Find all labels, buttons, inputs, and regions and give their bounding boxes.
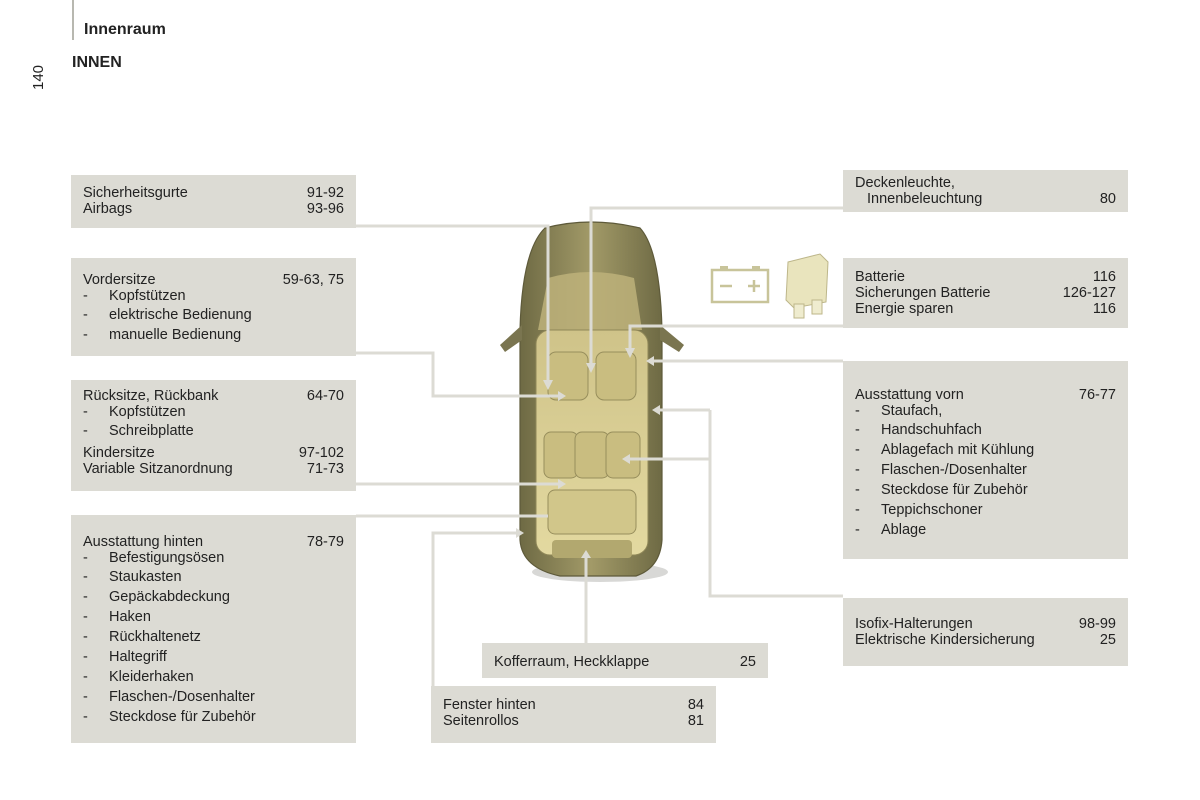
box-seatbelts: Sicherheitsgurte 91-92 Airbags 93-96 — [71, 175, 356, 228]
front-equipment-item: Steckdose für Zubehör — [881, 482, 1028, 498]
front-equipment-item: Flaschen-/Dosenhalter — [881, 462, 1027, 478]
rear-equipment-item: Staukasten — [109, 569, 182, 585]
airbags-page: 93-96 — [306, 201, 344, 217]
child-seats-page: 97-102 — [298, 445, 344, 461]
list-dash: - — [83, 307, 88, 323]
front-seats-item: Kopfstützen — [109, 288, 186, 304]
airbags-label: Airbags — [83, 201, 133, 217]
front-equipment-item: Handschuhfach — [881, 422, 982, 438]
battery-page: 116 — [1092, 269, 1116, 285]
page-heading: INNEN — [72, 54, 122, 71]
ceiling-light-label: Deckenleuchte, — [855, 175, 955, 191]
box-rear-seats: Rücksitze, Rückbank 64-70 - Kopfstützen - S… — [71, 380, 356, 491]
box-rear-equipment: Ausstattung hinten 78-79 - Befestigungsöse… — [71, 515, 356, 743]
variable-seating-page: 71-73 — [306, 461, 344, 477]
box-rear-windows: Fenster hinten 84 Seitenrollos 81 — [431, 686, 716, 743]
rear-equipment-label: Ausstattung hinten — [83, 534, 204, 550]
seatbelts-label: Sicherheitsgurte — [83, 185, 188, 201]
list-dash: - — [83, 288, 88, 304]
rear-seats-page: 64-70 — [306, 388, 344, 404]
child-lock-label: Elektrische Kindersicherung — [855, 632, 1035, 648]
front-equipment-item: Ablage — [881, 522, 927, 538]
list-dash: - — [855, 403, 860, 419]
list-dash: - — [83, 569, 88, 585]
box-ceiling-light: Deckenleuchte, Innenbeleuchtung 80 — [843, 170, 1128, 212]
trunk-page: 25 — [739, 654, 756, 670]
list-dash: - — [855, 502, 860, 518]
sunblinds-page: 81 — [687, 713, 704, 729]
front-equipment-page: 76-77 — [1078, 387, 1116, 403]
front-equipment-item: Staufach, — [881, 403, 943, 419]
interior-lighting-label: Innenbeleuchtung — [867, 191, 983, 207]
front-equipment-item: Teppichschoner — [881, 502, 983, 518]
box-trunk: Kofferraum, Heckklappe 25 — [482, 643, 768, 678]
list-dash: - — [83, 404, 88, 420]
front-equipment-item: Ablagefach mit Kühlung — [881, 442, 1035, 458]
list-dash: - — [83, 423, 88, 439]
rear-seats-item: Schreibplatte — [109, 423, 194, 439]
list-dash: - — [83, 709, 88, 725]
rear-equipment-item: Befestigungsösen — [109, 550, 225, 566]
front-seats-page: 59-63, 75 — [282, 272, 344, 288]
isofix-label: Isofix-Halterungen — [855, 616, 973, 632]
fuse-icon — [785, 253, 829, 319]
rear-equipment-item: Kleiderhaken — [109, 669, 194, 685]
battery-fuses-page: 126-127 — [1062, 285, 1116, 301]
rear-equipment-item: Flaschen-/Dosenhalter — [109, 689, 255, 705]
trunk-label: Kofferraum, Heckklappe — [494, 654, 650, 670]
list-dash: - — [855, 422, 860, 438]
section-title: Innenraum — [84, 21, 166, 38]
front-seats-item: elektrische Bedienung — [109, 307, 252, 323]
rear-windows-label: Fenster hinten — [443, 697, 536, 713]
list-dash: - — [855, 522, 860, 538]
box-front-seats: Vordersitze 59-63, 75 - Kopfstützen - elekt… — [71, 258, 356, 356]
list-dash: - — [83, 589, 88, 605]
list-dash: - — [83, 629, 88, 645]
child-seats-label: Kindersitze — [83, 445, 155, 461]
margin-bar — [72, 0, 74, 40]
front-seats-item: manuelle Bedienung — [109, 327, 242, 343]
rear-equipment-page: 78-79 — [306, 534, 344, 550]
ceiling-light-page: 80 — [1099, 191, 1116, 207]
list-dash: - — [83, 327, 88, 343]
seatbelts-page: 91-92 — [306, 185, 344, 201]
child-lock-page: 25 — [1099, 632, 1116, 648]
rear-equipment-item: Gepäckabdeckung — [109, 589, 230, 605]
list-dash: - — [83, 689, 88, 705]
list-dash: - — [83, 649, 88, 665]
energy-saving-page: 116 — [1092, 301, 1116, 317]
rear-equipment-item: Rückhaltenetz — [109, 629, 201, 645]
list-dash: - — [83, 669, 88, 685]
list-dash: - — [855, 462, 860, 478]
isofix-page: 98-99 — [1078, 616, 1116, 632]
rear-equipment-item: Steckdose für Zubehör — [109, 709, 256, 725]
sunblinds-label: Seitenrollos — [443, 713, 519, 729]
box-front-equipment: Ausstattung vorn 76-77 - Staufach, - Handsc… — [843, 361, 1128, 559]
rear-seats-item: Kopfstützen — [109, 404, 186, 420]
variable-seating-label: Variable Sitzanordnung — [83, 461, 233, 477]
front-equipment-label: Ausstattung vorn — [855, 387, 964, 403]
list-dash: - — [855, 442, 860, 458]
rear-windows-page: 84 — [687, 697, 704, 713]
leader-arrowheads — [516, 348, 660, 558]
battery-label: Batterie — [855, 269, 905, 285]
rear-seats-label: Rücksitze, Rückbank — [83, 388, 219, 404]
leader-lines — [356, 206, 843, 686]
energy-saving-label: Energie sparen — [855, 301, 954, 317]
list-dash: - — [83, 609, 88, 625]
front-seats-label: Vordersitze — [83, 272, 156, 288]
list-dash: - — [83, 550, 88, 566]
rear-equipment-item: Haken — [109, 609, 151, 625]
battery-icon — [710, 266, 770, 304]
list-dash: - — [855, 482, 860, 498]
battery-fuses-label: Sicherungen Batterie — [855, 285, 991, 301]
box-isofix: Isofix-Halterungen 98-99 Elektrische Kind… — [843, 598, 1128, 666]
rear-equipment-item: Haltegriff — [109, 649, 167, 665]
